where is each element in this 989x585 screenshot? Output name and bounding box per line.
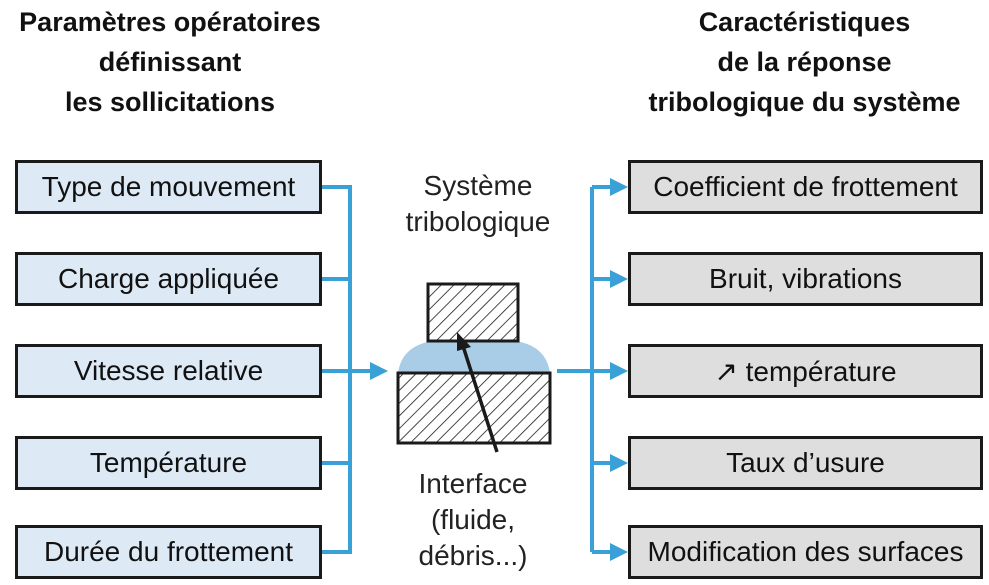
system-label: Système tribologique [388, 168, 568, 240]
left-heading-line: Paramètres opératoires [19, 7, 321, 37]
system-label-line: tribologique [405, 206, 551, 237]
output-coefficient-de-frottement: Coefficient de frottement [628, 160, 983, 214]
output-label: Taux d’usure [726, 447, 885, 478]
input-connectors [322, 185, 372, 554]
input-label: Vitesse relative [73, 355, 264, 386]
interface-label-line: (fluide, [430, 504, 516, 535]
tribological-system [396, 282, 552, 453]
interface-pointer-head [457, 332, 471, 351]
input-label: Durée du frottement [43, 536, 294, 567]
output-modification-des-surfaces: Modification des surfaces [628, 525, 983, 579]
left-heading-line: définissant [98, 47, 242, 77]
output-label: Bruit, vibrations [709, 263, 902, 294]
output-connectors [557, 185, 612, 554]
input-label: Charge appliquée [57, 263, 280, 294]
upper-body [426, 282, 520, 343]
output-label: ↗ température [714, 355, 897, 387]
input-label: Température [89, 447, 248, 478]
right-heading-line: de la réponse [717, 47, 892, 77]
output-bruit-vibrations: Bruit, vibrations [628, 252, 983, 306]
output-label: Coefficient de frottement [653, 171, 958, 202]
system-label-line: Système [423, 170, 533, 201]
left-heading: Paramètres opératoires définissant les s… [0, 2, 340, 122]
interface-label-line: débris...) [418, 540, 528, 571]
input-arrowhead [370, 362, 388, 380]
input-label: Type de mouvement [41, 171, 296, 202]
input-charge-appliquee: Charge appliquée [15, 252, 322, 306]
output-taux-usure: Taux d’usure [628, 436, 983, 490]
interface-label-line: Interface [418, 468, 528, 499]
interface-fluid [398, 340, 550, 373]
left-heading-line: les sollicitations [64, 87, 276, 117]
right-heading-line: Caractéristiques [698, 7, 911, 37]
output-arrowheads [610, 178, 628, 561]
right-heading: Caractéristiques de la réponse tribologi… [620, 2, 989, 122]
input-temperature: Température [15, 436, 322, 490]
input-vitesse-relative: Vitesse relative [15, 344, 322, 398]
output-label: Modification des surfaces [647, 536, 964, 567]
input-duree-du-frottement: Durée du frottement [15, 525, 322, 579]
right-heading-line: tribologique du système [648, 87, 961, 117]
interface-label: Interface (fluide, débris...) [398, 466, 548, 574]
output-temperature-increase: ↗ température [628, 344, 983, 398]
input-type-de-mouvement: Type de mouvement [15, 160, 322, 214]
interface-pointer [461, 345, 499, 453]
